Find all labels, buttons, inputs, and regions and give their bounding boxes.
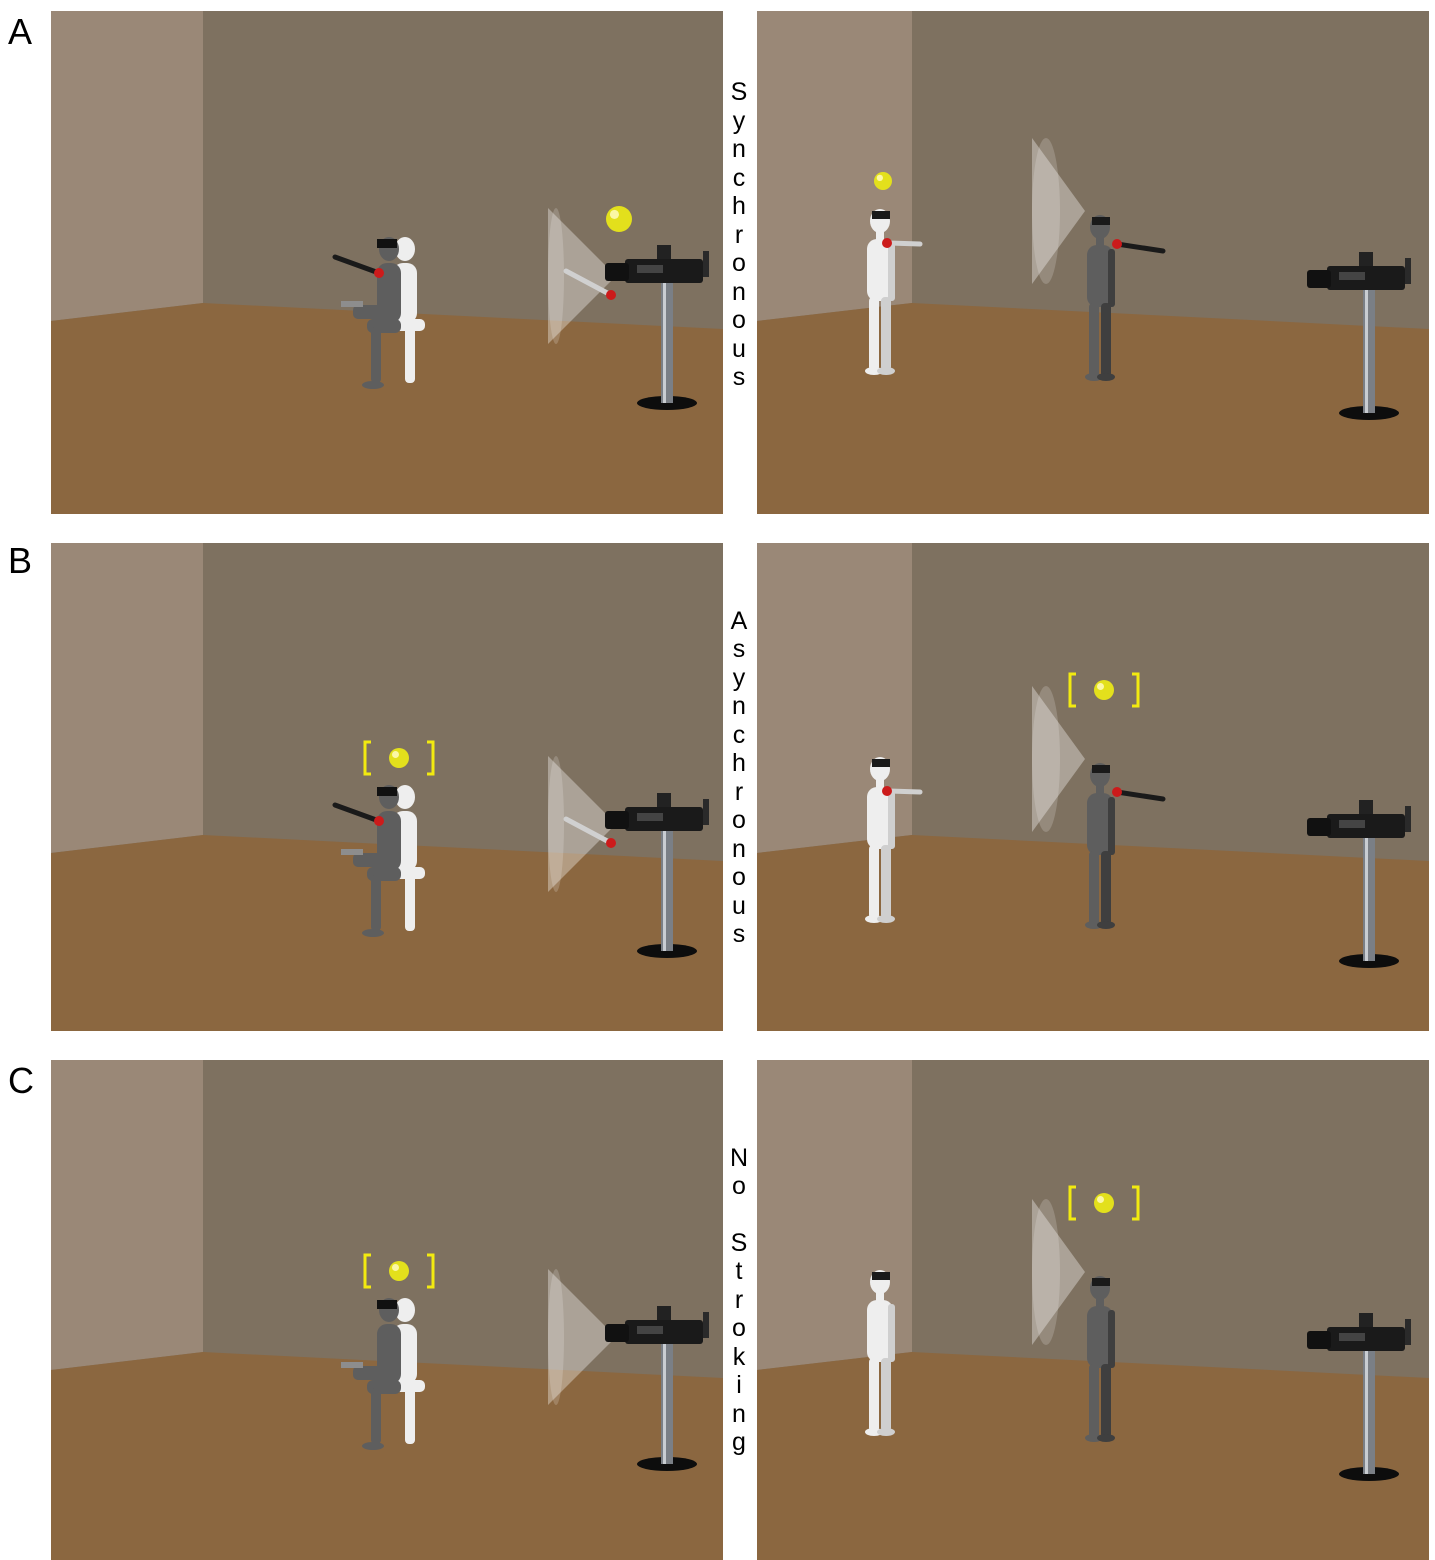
condition-letter: n (732, 835, 746, 864)
viewing-cone-cap (548, 1269, 564, 1405)
ball-highlight (392, 751, 399, 758)
condition-letter: y (733, 107, 746, 136)
row-letter-b: B (8, 543, 32, 579)
condition-letter: o (732, 806, 746, 835)
ball-icon (389, 1261, 409, 1281)
condition-letter: r (735, 221, 743, 250)
condition-letter: c (733, 721, 746, 750)
scene-b-left (51, 543, 723, 1031)
scene-a-right (757, 11, 1429, 514)
viewing-cone-cap (548, 208, 564, 344)
condition-letter: o (732, 249, 746, 278)
stick-tip (1112, 787, 1122, 797)
viewing-cone-cap (1032, 1199, 1060, 1345)
condition-letter: n (732, 278, 746, 307)
condition-letter: o (732, 863, 746, 892)
condition-letter: r (735, 778, 743, 807)
condition-letter: u (732, 335, 746, 364)
side-wall (51, 543, 203, 853)
scene-b-right (757, 543, 1429, 1031)
ball-icon (1094, 1193, 1114, 1213)
condition-letter: y (733, 664, 746, 693)
stick-tip (606, 838, 616, 848)
viewing-cone-cap (1032, 686, 1060, 832)
scene-c-left (51, 1060, 723, 1560)
condition-letter: u (732, 892, 746, 921)
condition-letter: h (732, 749, 746, 778)
condition-letter: S (731, 1229, 748, 1258)
ball-icon (606, 206, 632, 232)
stick-tip (606, 290, 616, 300)
condition-letter: c (733, 164, 746, 193)
condition-letter: o (732, 1314, 746, 1343)
stick-tip (882, 786, 892, 796)
scene-a-left (51, 11, 723, 514)
condition-letter: r (735, 1286, 743, 1315)
ball-highlight (1097, 1196, 1104, 1203)
condition-letter: i (736, 1371, 742, 1400)
floor (51, 303, 723, 514)
condition-letter: k (733, 1343, 746, 1372)
ball-highlight (392, 1264, 399, 1271)
ball-icon (874, 172, 892, 190)
condition-letter: h (732, 192, 746, 221)
condition-letter: n (732, 135, 746, 164)
stick-tip (374, 268, 384, 278)
condition-letter: N (730, 1144, 748, 1173)
stick-tip (374, 816, 384, 826)
row-letter-a: A (8, 14, 32, 50)
condition-letter: s (733, 635, 746, 664)
viewing-cone-cap (548, 756, 564, 892)
condition-letter: n (732, 1400, 746, 1429)
ball-highlight (610, 210, 619, 219)
condition-letter: s (733, 920, 746, 949)
condition-letter: g (732, 1428, 746, 1457)
side-wall (51, 11, 203, 321)
scene-c-right (757, 1060, 1429, 1560)
condition-letter: o (732, 306, 746, 335)
ball-icon (389, 748, 409, 768)
ball-highlight (1097, 683, 1104, 690)
condition-letter: o (732, 1172, 746, 1201)
condition-letter: t (736, 1257, 743, 1286)
condition-letter: S (731, 78, 748, 107)
stick-tip (1112, 239, 1122, 249)
condition-letter: s (733, 363, 746, 392)
viewing-cone-cap (1032, 138, 1060, 284)
ball-highlight (877, 175, 883, 181)
row-letter-c: C (8, 1063, 34, 1099)
condition-letter: A (731, 607, 748, 636)
stick-tip (882, 238, 892, 248)
ball-icon (1094, 680, 1114, 700)
condition-letter: n (732, 692, 746, 721)
side-wall (51, 1060, 203, 1370)
